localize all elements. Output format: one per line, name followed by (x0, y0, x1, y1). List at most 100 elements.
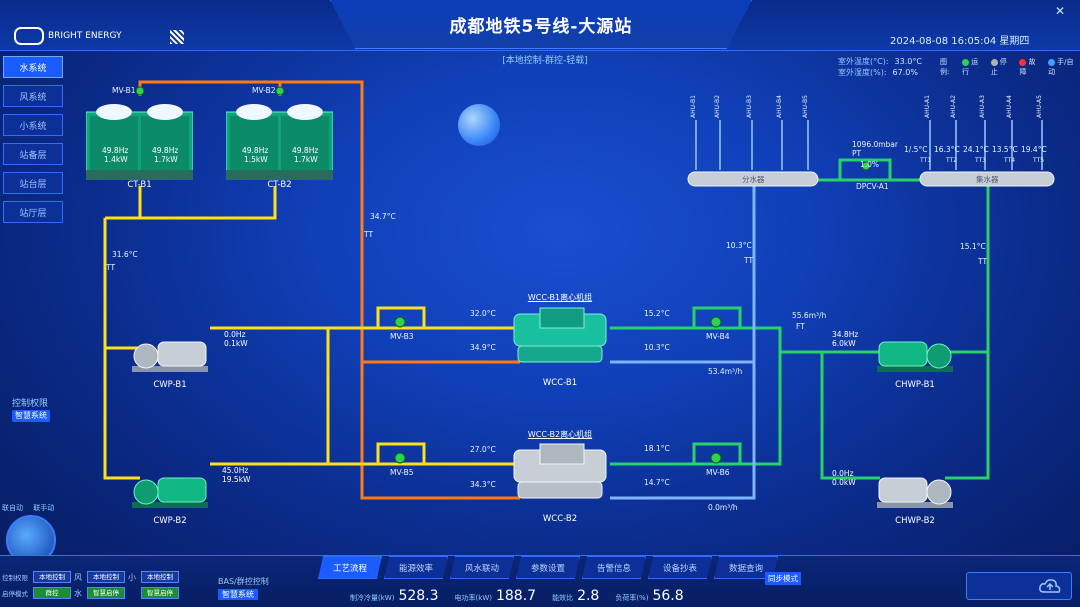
bypass-open: 1.0% (860, 160, 880, 169)
wcc-b1-evap-out: 15.2°C (644, 309, 670, 318)
chwp-b2-label: CHWP-B2 (895, 516, 935, 526)
return-tag-5: TT5 (1033, 157, 1045, 164)
bas-label: BAS/群控控制 (218, 577, 269, 586)
supply-branch-5: AHU-B5 (802, 95, 809, 118)
tab-energy-efficiency[interactable]: 能源效率 (384, 556, 448, 579)
cooling-tower-ct-b1[interactable]: 49.8Hz 1.4kW 49.8Hz 1.7kW (85, 98, 194, 181)
water-mark: 水 (74, 588, 82, 598)
cw-supply-tag: TT (364, 230, 374, 239)
ct1-valve-label: MV-B1 (112, 86, 136, 95)
return-tag-2: TT2 (946, 157, 958, 164)
cw-supply-temp: 34.7°C (370, 212, 396, 221)
sync-mode-button[interactable]: 同步模式 (765, 572, 801, 585)
chw-right-tag: TT (978, 257, 988, 266)
small-smart-button[interactable]: 智慧启停 (141, 587, 179, 599)
legend-running: 运行 (962, 58, 979, 76)
outdoor-status: 室外温度(°C):33.0°C 室外湿度(%):67.0% (838, 56, 922, 78)
return-branch-4: AHU-A4 (1006, 95, 1013, 118)
cloud-upload-button[interactable] (966, 572, 1072, 600)
control-authority-badge[interactable]: 智慧系统 (12, 410, 50, 422)
chw-right-temp: 15.1°C (960, 242, 986, 251)
legend-title: 图例: (940, 58, 950, 76)
knob-left-label: 联自动 (2, 504, 23, 512)
return-branch-3: AHU-A3 (979, 95, 986, 118)
mv-b5-label: MV-B5 (390, 468, 414, 477)
pump-chwp-b1[interactable] (875, 338, 955, 374)
chwp-b2-hz: 0.0Hz (832, 469, 854, 478)
pump-chwp-b2[interactable] (875, 474, 955, 510)
chwp-b2-kw: 0.0kW (832, 478, 856, 487)
control-mode-subtitle: [本地控制-群控-轻载] (502, 56, 588, 66)
cwp-b1-kw: 0.1kW (224, 339, 248, 348)
main-flow-tag: FT (796, 322, 805, 331)
ct2-fan1-hz: 49.8Hz (242, 146, 269, 155)
main-flow: 55.6m³/h (792, 311, 827, 320)
tab-air-water-linkage[interactable]: 风水联动 (450, 556, 514, 579)
tab-meter-reading[interactable]: 设备抄表 (648, 556, 712, 579)
outdoor-humidity-value: 67.0% (892, 68, 918, 77)
cooling-tower-ct-b2[interactable]: 49.8Hz 1.5kW 49.8Hz 1.7kW (225, 98, 334, 181)
tab-parameter-settings[interactable]: 参数设置 (516, 556, 580, 579)
chwp-b1-kw: 6.0kW (832, 339, 856, 348)
chwp-b1-label: CHWP-B1 (895, 380, 935, 390)
metric-cooling-capacity: 制冷冷量(kW)528.3 (350, 588, 439, 604)
close-icon[interactable]: ✕ (1055, 4, 1066, 18)
ct1-fan1-hz: 49.8Hz (102, 146, 129, 155)
nav-water-system[interactable]: 水系统 (3, 56, 63, 78)
chiller-graphic (513, 443, 607, 499)
chiller-wcc-b1[interactable] (510, 306, 610, 366)
return-temp-5: 19.4°C (1021, 145, 1047, 154)
mode-row1-label: 控制权限 (2, 574, 28, 582)
logo: BRIGHT ENERGY (14, 26, 124, 46)
tab-process-flow[interactable]: 工艺流程 (318, 556, 382, 579)
pump-graphic (132, 341, 208, 372)
return-tag-4: TT4 (1004, 157, 1016, 164)
pump-cwp-b2[interactable] (130, 474, 210, 510)
datetime: 2024-08-08 16:05:04 星期四 (890, 36, 1030, 47)
return-temp-2: 16.3°C (934, 145, 960, 154)
knob-labels: 联自动 联手动 (2, 503, 54, 513)
chw-left-tag: TT (744, 256, 754, 265)
chwp-b1-hz: 34.8Hz (832, 330, 859, 339)
knob-right-label: 联手动 (33, 504, 55, 512)
water-local-button[interactable]: 本地控制 (33, 571, 71, 583)
pump-graphic (877, 341, 953, 372)
small-mark: 小 (128, 572, 136, 582)
tab-alarm-info[interactable]: 告警信息 (582, 556, 646, 579)
mv-b4-label: MV-B4 (706, 332, 730, 341)
ct1-fan1-kw: 1.4kW (104, 155, 128, 164)
nav-small-system[interactable]: 小系统 (3, 114, 63, 136)
water-group-button[interactable]: 群控 (33, 587, 71, 599)
legend-manual-auto: 手/自动 (1048, 58, 1074, 76)
small-local-button[interactable]: 本地控制 (141, 571, 179, 583)
supply-branch-4: AHU-B4 (776, 95, 783, 118)
bas-smart-button[interactable]: 智慧系统 (218, 589, 258, 600)
cwp-b2-kw: 19.5kW (222, 475, 251, 484)
nav-air-system[interactable]: 风系统 (3, 85, 63, 107)
bas-control: BAS/群控控制 智慧系统 (218, 576, 269, 600)
metric-electric-power: 电功率(kW)188.7 (454, 588, 537, 604)
bottom-tabs: 工艺流程 能源效率 风水联动 参数设置 告警信息 设备抄表 数据查询 (318, 556, 780, 579)
chw-left-temp: 10.3°C (726, 241, 752, 250)
wcc-b2-cond-in: 34.3°C (470, 480, 496, 489)
supply-branch-1: AHU-B1 (690, 95, 697, 118)
wind-smart-button[interactable]: 智慧启停 (87, 587, 125, 599)
cwp-b2-label: CWP-B2 (153, 516, 187, 526)
pump-cwp-b1[interactable] (130, 338, 210, 374)
nav-equipment-level[interactable]: 站备层 (3, 143, 63, 165)
supply-manifold-label: 分水器 (742, 175, 765, 184)
return-manifold-label: 集水器 (976, 175, 999, 184)
supply-branch-3: AHU-B3 (746, 95, 753, 118)
ct1-fan2-hz: 49.8Hz (152, 146, 179, 155)
wcc-b1-title: WCC-B1离心机组 (527, 293, 593, 302)
cw-return-temp: 31.6°C (112, 250, 138, 259)
nav-platform-level[interactable]: 站台层 (3, 172, 63, 194)
return-branch-2: AHU-A2 (950, 95, 957, 118)
nav-concourse-level[interactable]: 站厅层 (3, 201, 63, 223)
tower-graphic (225, 104, 334, 181)
ct-b2-label: CT-B2 (267, 180, 292, 190)
logo-mark (14, 27, 44, 45)
wcc-b2-evap-out: 18.1°C (644, 444, 670, 453)
chiller-wcc-b2[interactable] (510, 442, 610, 502)
wind-local-button[interactable]: 本地控制 (87, 571, 125, 583)
